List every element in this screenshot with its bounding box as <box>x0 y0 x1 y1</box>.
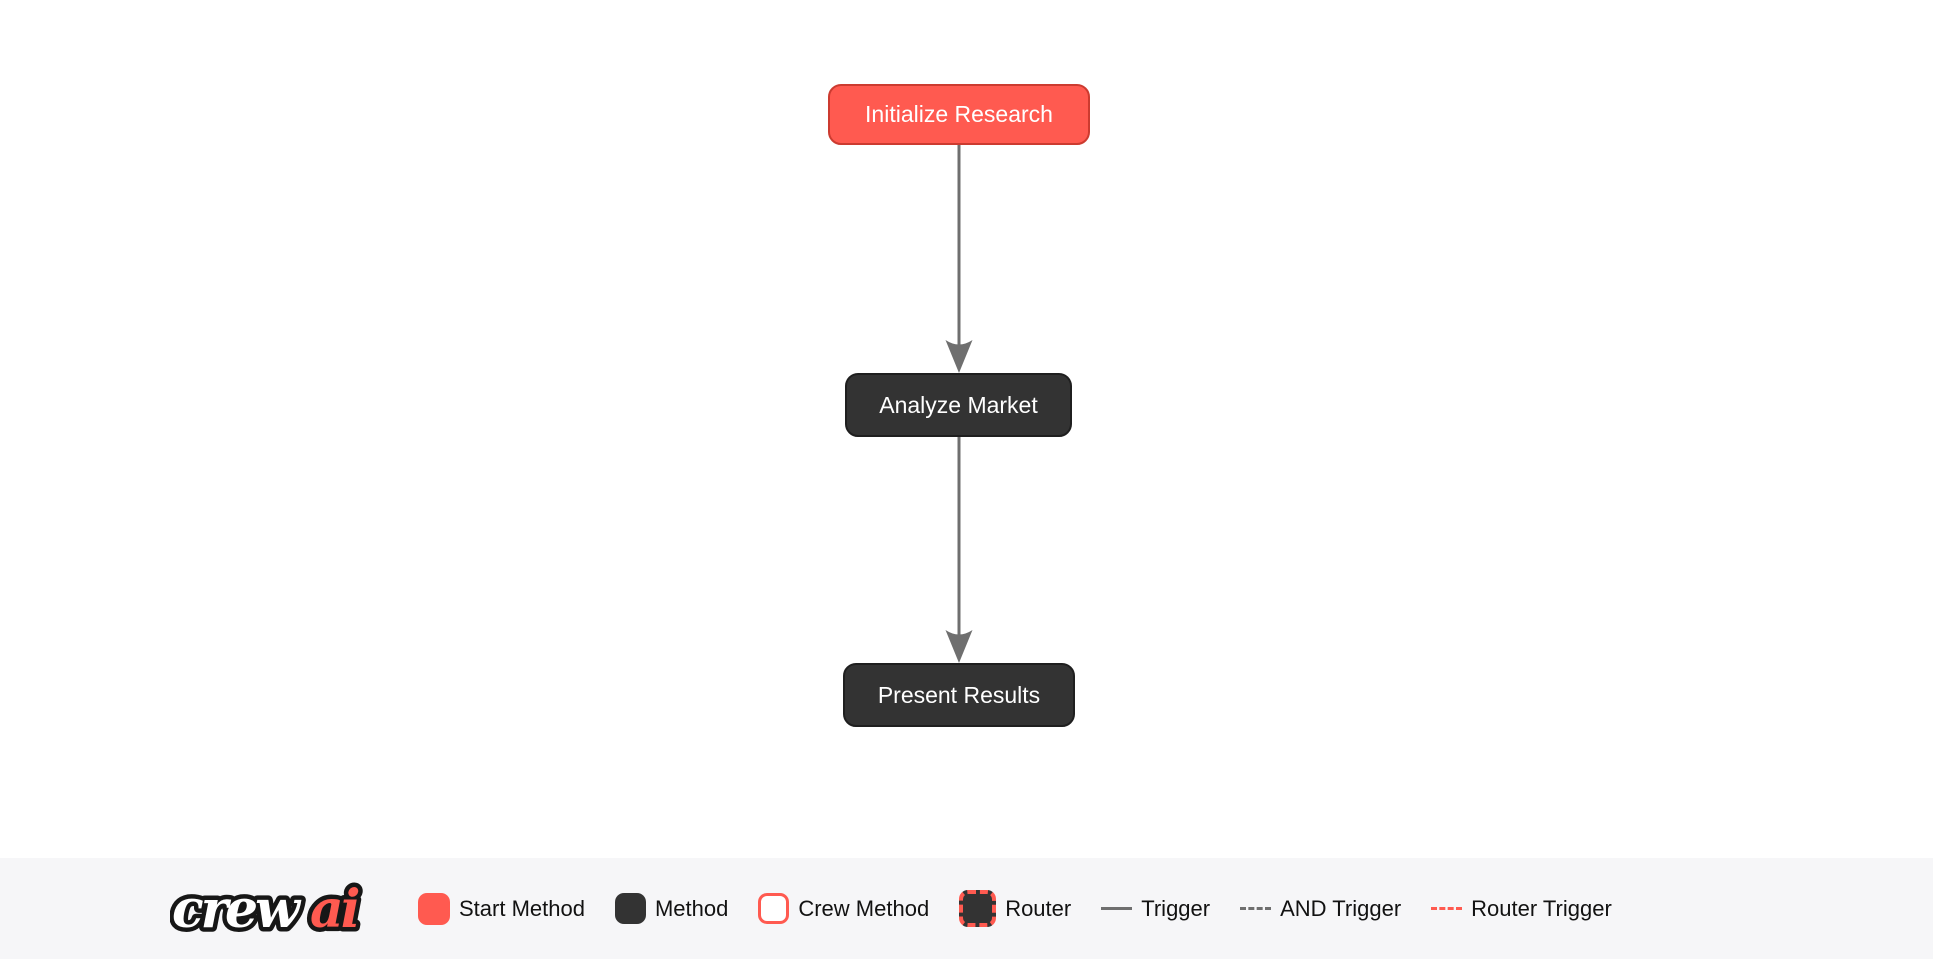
flow-canvas[interactable]: Initialize Research Analyze Market Prese… <box>0 0 1933 858</box>
method-swatch-icon <box>614 893 646 924</box>
legend-item-crew-method: Crew Method <box>758 893 929 924</box>
legend-item-label: Start Method <box>459 895 585 921</box>
legend-item-start-method: Start Method <box>418 892 585 925</box>
arrowhead-down-icon <box>945 630 973 663</box>
legend-bar: crew ai Start Method Method Crew Method … <box>0 858 1933 959</box>
flow-node-present-results[interactable]: Present Results <box>843 663 1075 727</box>
legend-item-label: Crew Method <box>798 895 930 921</box>
trigger-edge-initialize-to-analyze <box>945 145 973 373</box>
legend-item-label: Router Trigger <box>1471 895 1612 921</box>
trigger-line-icon <box>1101 907 1133 910</box>
crew-method-swatch-icon <box>758 893 790 924</box>
legend-item-label: AND Trigger <box>1280 895 1402 921</box>
legend-item-label: Trigger <box>1141 895 1211 921</box>
legend-item-label: Method <box>654 895 729 921</box>
crewai-logo-ai-text: ai <box>310 879 359 940</box>
legend-item-method: Method <box>614 893 729 924</box>
legend-item-trigger: Trigger <box>1101 896 1210 922</box>
legend-item-label: Router <box>1005 895 1072 921</box>
crewai-logo-crew-text: crew <box>172 879 302 940</box>
flow-node-analyze-market[interactable]: Analyze Market <box>845 373 1072 437</box>
legend-item-router-trigger: Router Trigger <box>1431 896 1612 922</box>
router-trigger-line-icon <box>1431 907 1463 910</box>
legend-item-and-trigger: AND Trigger <box>1240 896 1401 922</box>
and-trigger-line-icon <box>1240 907 1272 910</box>
flow-edges-layer <box>945 145 973 663</box>
arrowhead-down-icon <box>945 340 973 373</box>
start-method-swatch-icon <box>418 892 450 925</box>
router-swatch-icon <box>959 890 997 927</box>
trigger-edge-analyze-to-present <box>945 437 973 663</box>
crewai-logo: crew ai <box>168 873 386 945</box>
flow-node-initialize-research[interactable]: Initialize Research <box>828 84 1090 145</box>
legend-item-router: Router <box>959 890 1071 927</box>
